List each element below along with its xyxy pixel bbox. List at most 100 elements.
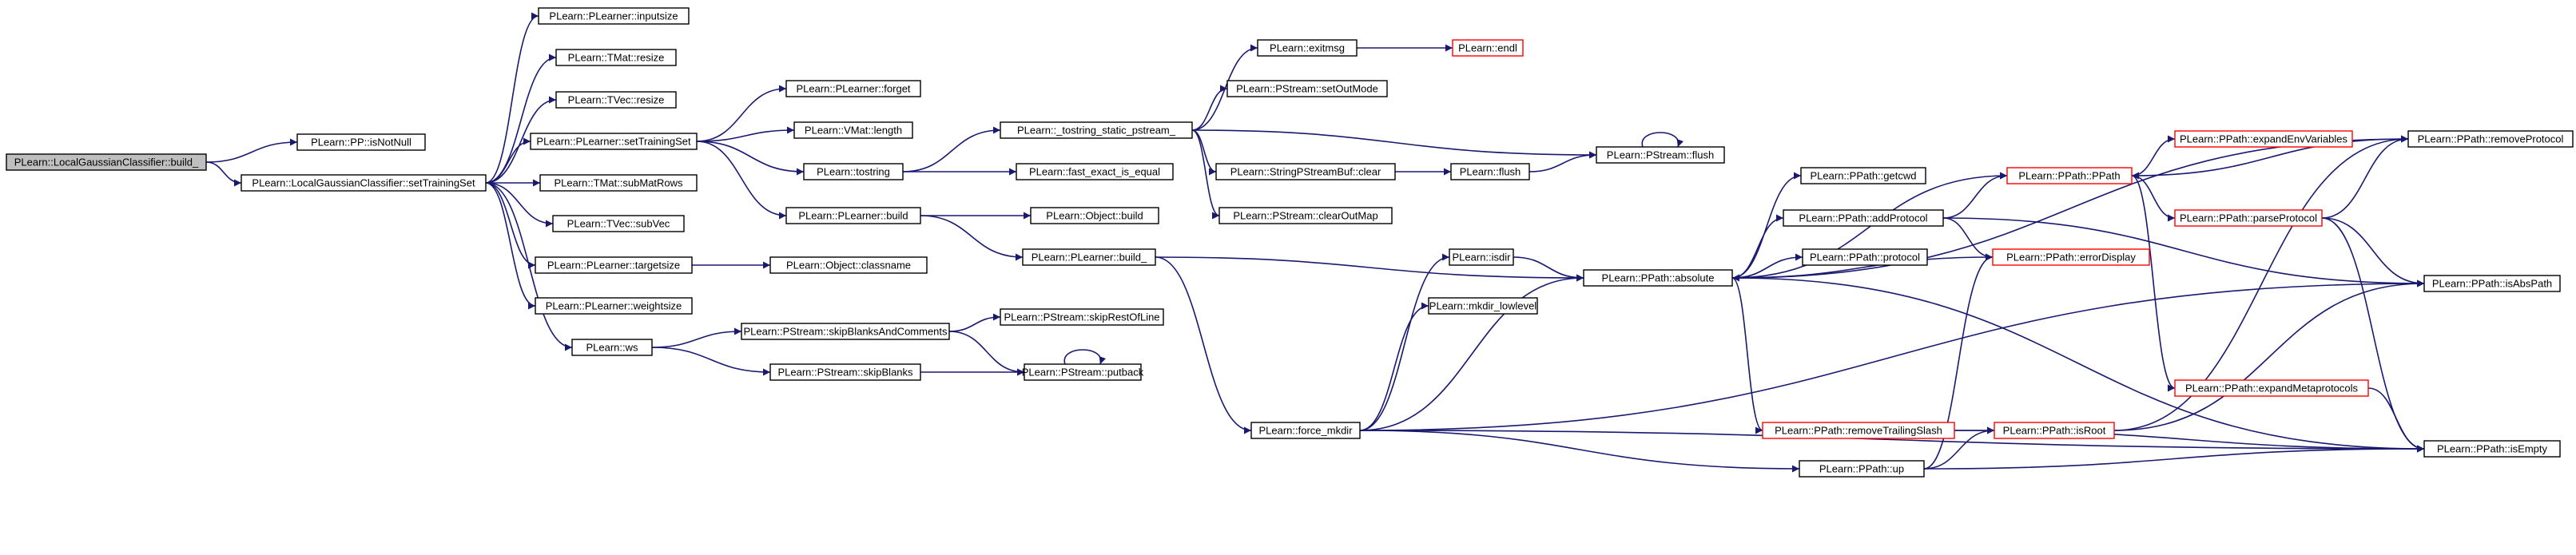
node-label: PLearn::endl	[1458, 42, 1517, 54]
node-n7[interactable]: PLearn::TMat::subMatRows	[539, 174, 698, 192]
node-n24[interactable]: PLearn::PLearner::build_	[1022, 248, 1156, 266]
node-n35[interactable]: PLearn::PPath::absolute	[1583, 269, 1733, 287]
node-n6[interactable]: PLearn::PLearner::setTrainingSet	[530, 133, 698, 150]
node-n17[interactable]: PLearn::PStream::skipBlanksAndComments	[741, 323, 950, 340]
node-box	[2174, 379, 2369, 397]
node-n11[interactable]: PLearn::ws	[571, 339, 653, 356]
node-n41[interactable]: PLearn::PPath::PPath	[2006, 167, 2133, 184]
node-n44[interactable]: PLearn::PPath::expandEnvVariables	[2174, 130, 2353, 148]
node-n8[interactable]: PLearn::TVec::subVec	[552, 215, 685, 232]
node-n29[interactable]: PLearn::PStream::clearOutMap	[1218, 207, 1393, 224]
edge-n37-n41	[1942, 172, 2008, 219]
node-n49[interactable]: PLearn::PPath::isEmpty	[2423, 440, 2561, 458]
node-n18[interactable]: PLearn::PStream::skipBlanks	[769, 363, 921, 381]
edge-line	[2113, 135, 2409, 431]
node-n42[interactable]: PLearn::PPath::errorDisplay	[1992, 248, 2150, 266]
node-n36[interactable]: PLearn::PPath::getcwd	[1800, 167, 1926, 184]
node-n32[interactable]: PLearn::force_mkdir	[1250, 422, 1361, 439]
node-n37[interactable]: PLearn::PPath::addProtocol	[1783, 209, 1944, 227]
edges-layer	[205, 12, 2425, 473]
node-box	[1215, 163, 1396, 180]
edge-n45-n48	[2321, 217, 2425, 287]
edge-line	[1359, 253, 1450, 431]
node-n13[interactable]: PLearn::VMat::length	[793, 121, 913, 139]
node-box	[571, 339, 653, 356]
node-n30[interactable]: PLearn::flush	[1450, 163, 1530, 180]
node-box	[535, 297, 693, 315]
node-n21[interactable]: PLearn::_tostring_static_pstream_	[1000, 121, 1193, 139]
node-n39[interactable]: PLearn::PPath::removeTrailingSlash	[1762, 422, 1955, 439]
node-n28[interactable]: PLearn::StringPStreamBuf::clear	[1215, 163, 1396, 180]
node-box	[1257, 39, 1358, 57]
node-n38[interactable]: PLearn::PPath::protocol	[1802, 248, 1928, 266]
edge-n17-n20	[948, 331, 1025, 376]
edge-line	[1923, 426, 1995, 470]
node-n47[interactable]: PLearn::PPath::removeProtocol	[2407, 130, 2574, 148]
edge-n30-n31	[1529, 151, 1597, 172]
node-n12[interactable]: PLearn::PLearner::forget	[785, 80, 921, 97]
node-n4[interactable]: PLearn::TMat::resize	[555, 49, 677, 66]
edge-line	[1731, 277, 2425, 453]
node-label: PLearn::isdir	[1453, 252, 1512, 264]
node-n1[interactable]: PLearn::PP::isNotNull	[296, 133, 426, 151]
edge-n15-n24	[920, 215, 1024, 261]
node-n3[interactable]: PLearn::PLearner::inputsize	[538, 7, 690, 25]
node-n10[interactable]: PLearn::PLearner::weightsize	[535, 297, 693, 315]
node-label: PLearn::PPath::expandEnvVariables	[2180, 133, 2348, 145]
edge-n35-n36	[1731, 172, 1802, 279]
edge-n33-n35	[1513, 256, 1584, 282]
edge-n11-n18	[651, 347, 771, 376]
node-n15[interactable]: PLearn::PLearner::build	[785, 207, 921, 224]
node-box	[1802, 248, 1928, 266]
node-n46[interactable]: PLearn::PPath::expandMetaprotocols	[2174, 379, 2369, 397]
node-n25[interactable]: PLearn::exitmsg	[1257, 39, 1358, 57]
node-label: PLearn::PPath::addProtocol	[1799, 212, 1927, 224]
node-n14[interactable]: PLearn::tostring	[803, 163, 904, 180]
node-n33[interactable]: PLearn::isdir	[1449, 248, 1514, 266]
edge-line	[2321, 217, 2425, 287]
node-label: PLearn::PPath::isRoot	[2003, 425, 2106, 437]
node-box	[1583, 269, 1733, 287]
node-n2[interactable]: PLearn::LocalGaussianClassifier::setTrai…	[241, 174, 487, 192]
node-box	[1226, 80, 1388, 97]
edge-n40-n42	[1923, 253, 1994, 470]
node-n40[interactable]: PLearn::PPath::up	[1799, 460, 1925, 478]
edge-n32-n48	[1359, 279, 2425, 431]
edge-line	[1191, 85, 1228, 131]
node-box	[552, 215, 685, 232]
edge-line	[1359, 274, 1584, 431]
node-n23[interactable]: PLearn::Object::build	[1030, 207, 1159, 224]
node-n20[interactable]: PLearn::PStream::putback	[1022, 363, 1144, 381]
nodes-layer: PLearn::LocalGaussianClassifier::build_P…	[6, 7, 2574, 478]
node-label: PLearn::PPath::PPath	[2018, 170, 2120, 182]
edge-line	[205, 161, 242, 187]
node-n34[interactable]: PLearn::mkdir_lowlevel	[1428, 297, 1538, 315]
node-box	[535, 256, 693, 274]
node-n45[interactable]: PLearn::PPath::parseProtocol	[2174, 209, 2323, 227]
edge-line	[1731, 256, 1994, 282]
node-label: PLearn::LocalGaussianClassifier::setTrai…	[252, 177, 475, 189]
edge-n2-n9	[485, 182, 536, 269]
node-n48[interactable]: PLearn::PPath::isAbsPath	[2423, 275, 2561, 292]
node-box	[1022, 248, 1156, 266]
node-n43[interactable]: PLearn::PPath::isRoot	[1994, 422, 2115, 439]
node-label: PLearn::PLearner::build_	[1032, 252, 1147, 264]
edge-n6-n14	[696, 141, 805, 176]
edge-line	[1923, 445, 2425, 470]
node-n0[interactable]: PLearn::LocalGaussianClassifier::build_	[6, 153, 207, 171]
node-n31[interactable]: PLearn::PStream::flush	[1596, 146, 1725, 164]
node-box	[1250, 422, 1361, 439]
node-n27[interactable]: PLearn::PStream::setOutMode	[1226, 80, 1388, 97]
edge-line	[902, 126, 1001, 172]
edge-n20-n20	[1063, 349, 1107, 365]
node-n5[interactable]: PLearn::TVec::resize	[555, 91, 677, 109]
node-label: PLearn::flush	[1460, 166, 1521, 178]
edge-line	[1359, 302, 1429, 431]
edge-line	[1529, 151, 1597, 172]
node-label: PLearn::PLearner::forget	[796, 83, 910, 95]
node-n26[interactable]: PLearn::endl	[1452, 39, 1524, 57]
node-n16[interactable]: PLearn::Object::classname	[769, 256, 928, 274]
node-n22[interactable]: PLearn::fast_exact_is_equal	[1016, 163, 1174, 180]
node-n9[interactable]: PLearn::PLearner::targetsize	[535, 256, 693, 274]
node-n19[interactable]: PLearn::PStream::skipRestOfLine	[1000, 308, 1164, 326]
